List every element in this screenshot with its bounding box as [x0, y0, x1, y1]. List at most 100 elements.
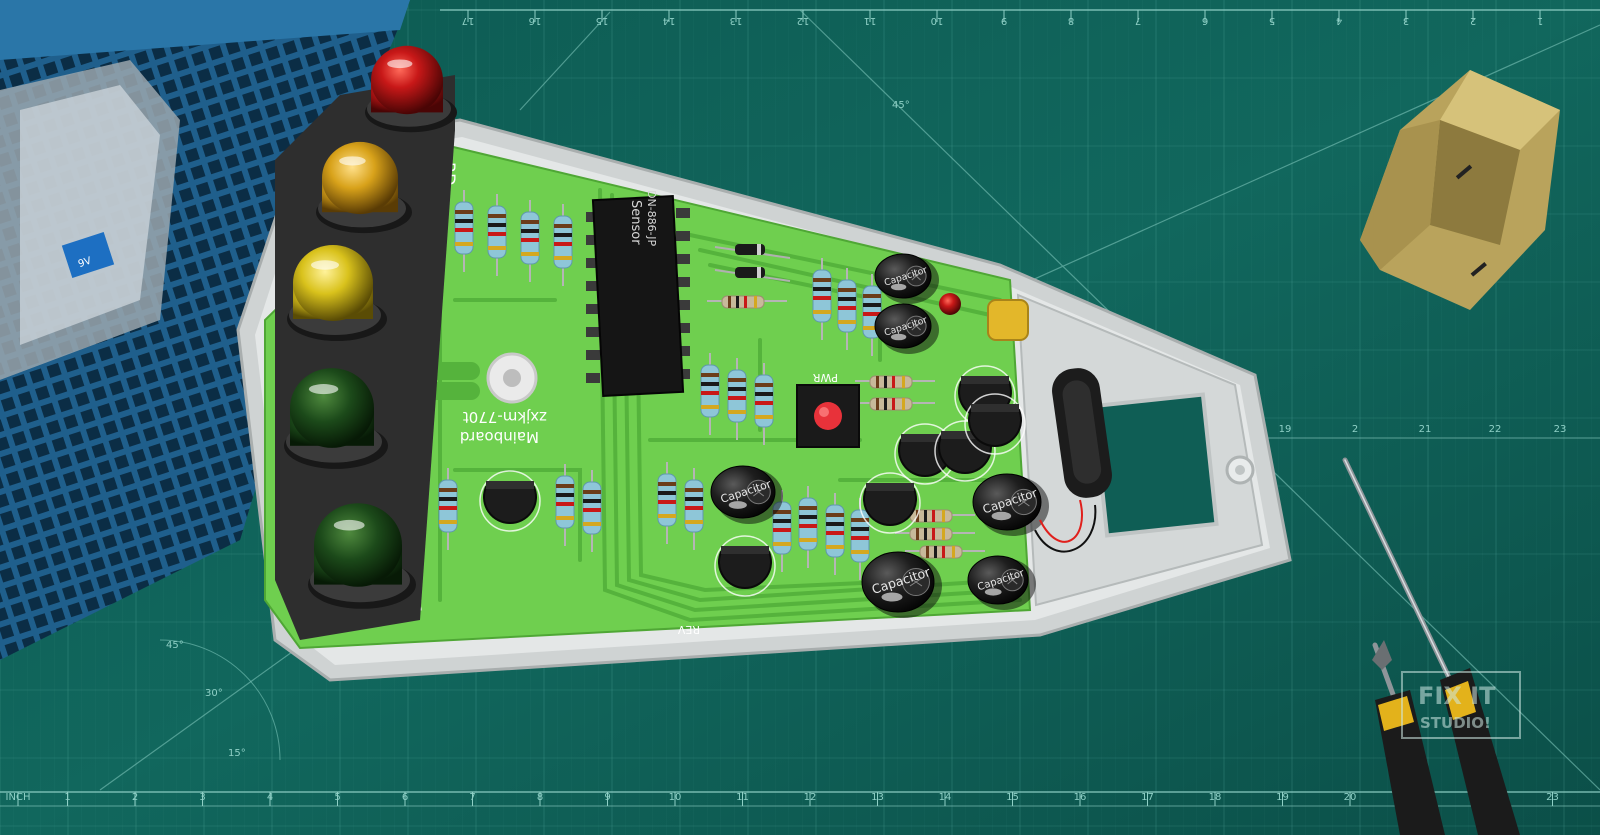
capacitors: CapacitorCapacitorCapacitorCapacitorCapa… [710, 253, 1049, 618]
indicator-led-small[interactable] [939, 293, 961, 315]
led-amber[interactable] [316, 141, 412, 234]
ceramic-capacitor[interactable] [987, 299, 1029, 341]
logo-line2: STUDIO! [1420, 714, 1491, 732]
power-push-button[interactable] [796, 384, 860, 448]
ruler-bottom-label: 10 [669, 792, 682, 803]
electrolytic-capacitor[interactable]: Capacitor [874, 303, 939, 354]
ruler-bottom-label: 7 [469, 792, 475, 803]
ruler-bottom-label: 5 [334, 792, 340, 803]
ruler-bottom-label: 3 [199, 792, 205, 803]
resistor[interactable] [772, 490, 792, 572]
ruler-top-label: 5 [1269, 15, 1275, 26]
electrolytic-capacitor[interactable]: Capacitor [861, 551, 942, 618]
resistor[interactable] [754, 363, 774, 445]
ruler-right-label: 23 [1554, 424, 1567, 435]
resistor[interactable] [700, 353, 720, 435]
ruler-top-label: 9 [1001, 15, 1007, 26]
ruler-top-label: 17 [462, 15, 475, 26]
resistor[interactable] [487, 194, 507, 276]
ruler-bottom-label: 19 [1276, 792, 1289, 803]
resistor[interactable] [850, 498, 870, 580]
screwdriver-long[interactable] [1342, 457, 1520, 835]
battery-connector[interactable] [1034, 365, 1115, 553]
ruler-bottom-label: 13 [871, 792, 884, 803]
ruler-top-label: 6 [1202, 15, 1208, 26]
resistor[interactable] [520, 200, 540, 282]
ruler-bottom-label: 1 [64, 792, 70, 803]
ruler-right-label: 22 [1489, 424, 1502, 435]
resistor[interactable] [454, 190, 474, 272]
recycle-badge [61, 232, 115, 278]
ruler-top-label: 8 [1068, 15, 1074, 26]
ruler-bottom-label: 23 [1546, 792, 1559, 803]
board-name-line1: Mainboard [460, 428, 539, 446]
angle-label-2: 45° [166, 640, 184, 651]
ruler-bottom-label: 8 [537, 792, 543, 803]
electrolytic-capacitor[interactable]: Capacitor [967, 555, 1036, 610]
ruler-right-label: 21 [1419, 424, 1432, 435]
transistor[interactable] [859, 472, 921, 534]
ruler-bottom-label: 16 [1074, 792, 1087, 803]
game-logo: FIX IT STUDIO! [1401, 671, 1521, 739]
ruler-top-label: 2 [1470, 15, 1476, 26]
resistor[interactable] [798, 486, 818, 568]
resistor[interactable] [825, 493, 845, 575]
electrolytic-capacitor[interactable]: Capacitor [874, 253, 939, 304]
resistor[interactable] [684, 468, 704, 550]
led-green-1[interactable] [284, 368, 388, 469]
resistor-horizontal[interactable] [855, 375, 935, 389]
ruler-bottom-label: 18 [1209, 792, 1222, 803]
ruler-bottom-label: 15 [1006, 792, 1019, 803]
cardboard-part-box[interactable] [1360, 70, 1560, 310]
ruler-top-label: 1 [1537, 15, 1543, 26]
protractor-arc [159, 639, 281, 761]
ruler-bottom-label: 11 [736, 792, 749, 803]
resistor[interactable] [555, 464, 575, 546]
resistor-horizontal[interactable] [707, 295, 787, 309]
led-bank [275, 45, 457, 640]
battery-slot [1091, 392, 1219, 538]
resistor-horizontal[interactable] [855, 397, 935, 411]
ruler-top-label: 10 [931, 15, 944, 26]
ruler-top-label: 4 [1336, 15, 1342, 26]
ruler-top-label: 3 [1403, 15, 1409, 26]
ruler-top-label: 7 [1135, 15, 1141, 26]
resistor[interactable] [727, 358, 747, 440]
resistor[interactable] [812, 258, 832, 340]
ruler-top-label: 12 [797, 15, 810, 26]
angle-label-3: 30° [205, 688, 223, 699]
angle-label-4: 15° [228, 748, 246, 759]
transistor[interactable] [964, 393, 1026, 455]
resistor[interactable] [657, 462, 677, 544]
ruler-bottom-label: 17 [1141, 792, 1154, 803]
resistor[interactable] [553, 204, 573, 286]
resistor[interactable] [582, 470, 602, 552]
transistor[interactable] [479, 470, 541, 532]
resistor-horizontal[interactable] [895, 527, 975, 541]
diode-2[interactable] [714, 267, 791, 282]
ruler-bottom-label: 20 [1344, 792, 1357, 803]
led-red[interactable] [365, 45, 457, 133]
resistor-horizontal[interactable] [905, 545, 985, 559]
chip-label-line1: Sensor [628, 200, 643, 245]
recycle-badge-text: 9V [77, 256, 93, 271]
chip-label-line2: DN-886-JP [645, 190, 658, 246]
silk-rev: REV [677, 623, 700, 636]
silk-pwr: PWR [812, 371, 838, 384]
ruler-bottom-label: 6 [402, 792, 408, 803]
resistor[interactable] [438, 468, 458, 550]
electrolytic-capacitor[interactable]: Capacitor [710, 465, 783, 524]
transistor[interactable] [714, 535, 776, 597]
ruler-bottom-label: 14 [939, 792, 952, 803]
led-green-2[interactable] [308, 503, 416, 609]
electrolytic-capacitor[interactable]: Capacitor [972, 473, 1049, 536]
screwdriver-short[interactable] [1372, 640, 1445, 835]
led-yellow[interactable] [287, 245, 387, 341]
ruler-bottom-label: 2 [132, 792, 138, 803]
ruler-bottom-label: 9 [604, 792, 610, 803]
sensor-ic-chip[interactable]: Sensor DN-886-JP [586, 190, 690, 398]
ruler-bottom-label: INCH [6, 792, 31, 803]
diode-1[interactable] [714, 244, 791, 259]
resistor[interactable] [837, 268, 857, 350]
